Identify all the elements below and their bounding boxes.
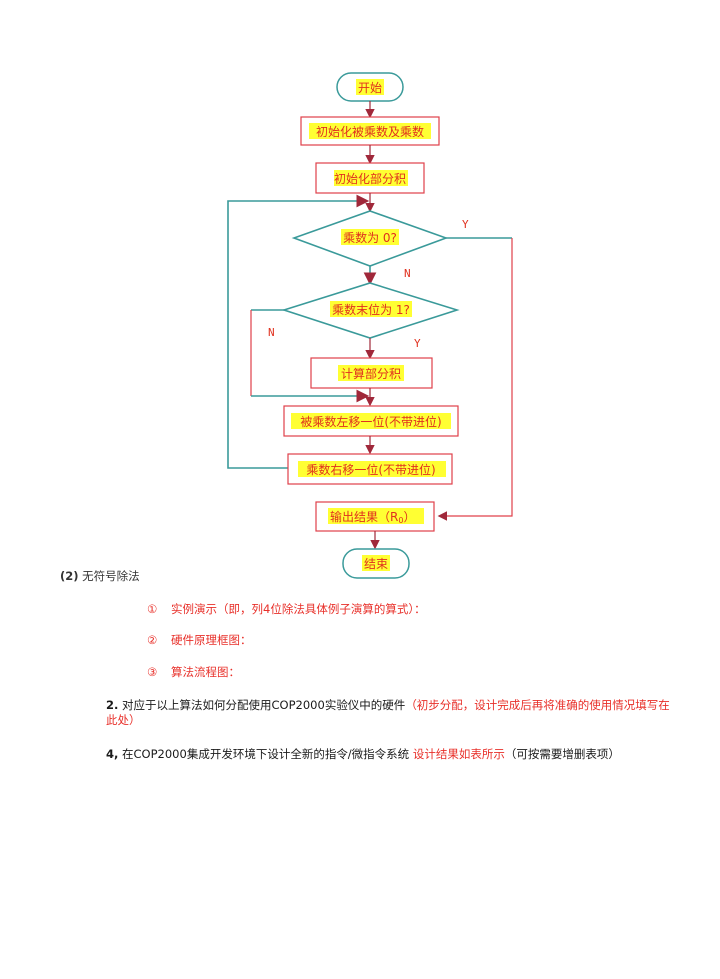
section-number: (2) [60,569,79,583]
label-no-2: N [268,326,275,339]
section-title: 无符号除法 [82,569,140,583]
list-item: ① 实例演示（即，列4位除法具体例子演算的算式）： [147,601,426,617]
label-yes-1: Y [462,218,469,231]
paragraph-2-continued: 此处） [106,713,141,727]
paragraph-4: 4, 在COP2000集成开发环境下设计全新的指令/微指令系统 设计结果如表所示… [106,746,620,762]
list-item: ③ 算法流程图： [147,664,240,680]
process-compute-partial: 计算部分积 [310,357,433,389]
label-no-1: N [404,267,411,280]
decision-lsb-label: 乘数末位为 1? [332,302,410,317]
paragraph-2: 2. 对应于以上算法如何分配使用COP2000实验仪中的硬件（初步分配，设计完成… [106,697,670,713]
init-operands-label: 初始化被乘数及乘数 [316,124,424,139]
decision-multiplier-lsb: 乘数末位为 1? [281,282,460,339]
para-text: 对应于以上算法如何分配使用COP2000实验仪中的硬件 [122,698,406,712]
multiplication-flowchart: 开始 初始化被乘数及乘数 初始化部分积 乘数为 0? Y N 乘数末位为 1? … [227,72,513,579]
shift-left-label: 被乘数左移一位(不带进位) [300,414,441,429]
para-red-note: 设计结果如表所示 [412,747,505,761]
yes-to-output-line [437,238,513,521]
end-terminal: 结束 [342,548,410,579]
process-shift-right: 乘数右移一位(不带进位) [287,453,453,485]
init-partial-label: 初始化部分积 [334,171,406,186]
list-text: 算法流程图： [171,665,240,679]
compute-partial-label: 计算部分积 [341,366,401,381]
list-text: 实例演示（即，列4位除法具体例子演算的算式）： [171,602,426,616]
process-output: 输出结果（R0） [315,501,435,532]
output-label: 输出结果（R0） [330,509,415,525]
start-terminal: 开始 [336,72,404,102]
decision-multiplier-zero: 乘数为 0? [291,210,449,267]
end-label: 结束 [364,557,388,571]
loop-back-line [227,194,370,469]
list-marker: ① [147,602,158,616]
list-item: ② 硬件原理框图： [147,632,252,648]
label-yes-2: Y [414,337,421,350]
para-text: 在COP2000集成开发环境下设计全新的指令/微指令系统 [122,747,410,761]
list-marker: ② [147,633,158,647]
decision-zero-label: 乘数为 0? [343,230,397,245]
process-shift-left: 被乘数左移一位(不带进位) [283,405,459,437]
para-number: 2. [106,698,119,712]
process-init-partial: 初始化部分积 [315,162,425,194]
para-tail: （可按需要增删表项） [504,747,620,761]
para-red-note: （初步分配，设计完成后再将准确的使用情况填写在 [405,698,670,712]
para-number: 4, [106,747,119,761]
start-label: 开始 [358,81,382,95]
process-init-operands: 初始化被乘数及乘数 [300,116,440,146]
list-text: 硬件原理框图： [171,633,252,647]
shift-right-label: 乘数右移一位(不带进位) [306,462,435,477]
section-heading: (2) 无符号除法 [60,568,140,584]
list-marker: ③ [147,665,158,679]
